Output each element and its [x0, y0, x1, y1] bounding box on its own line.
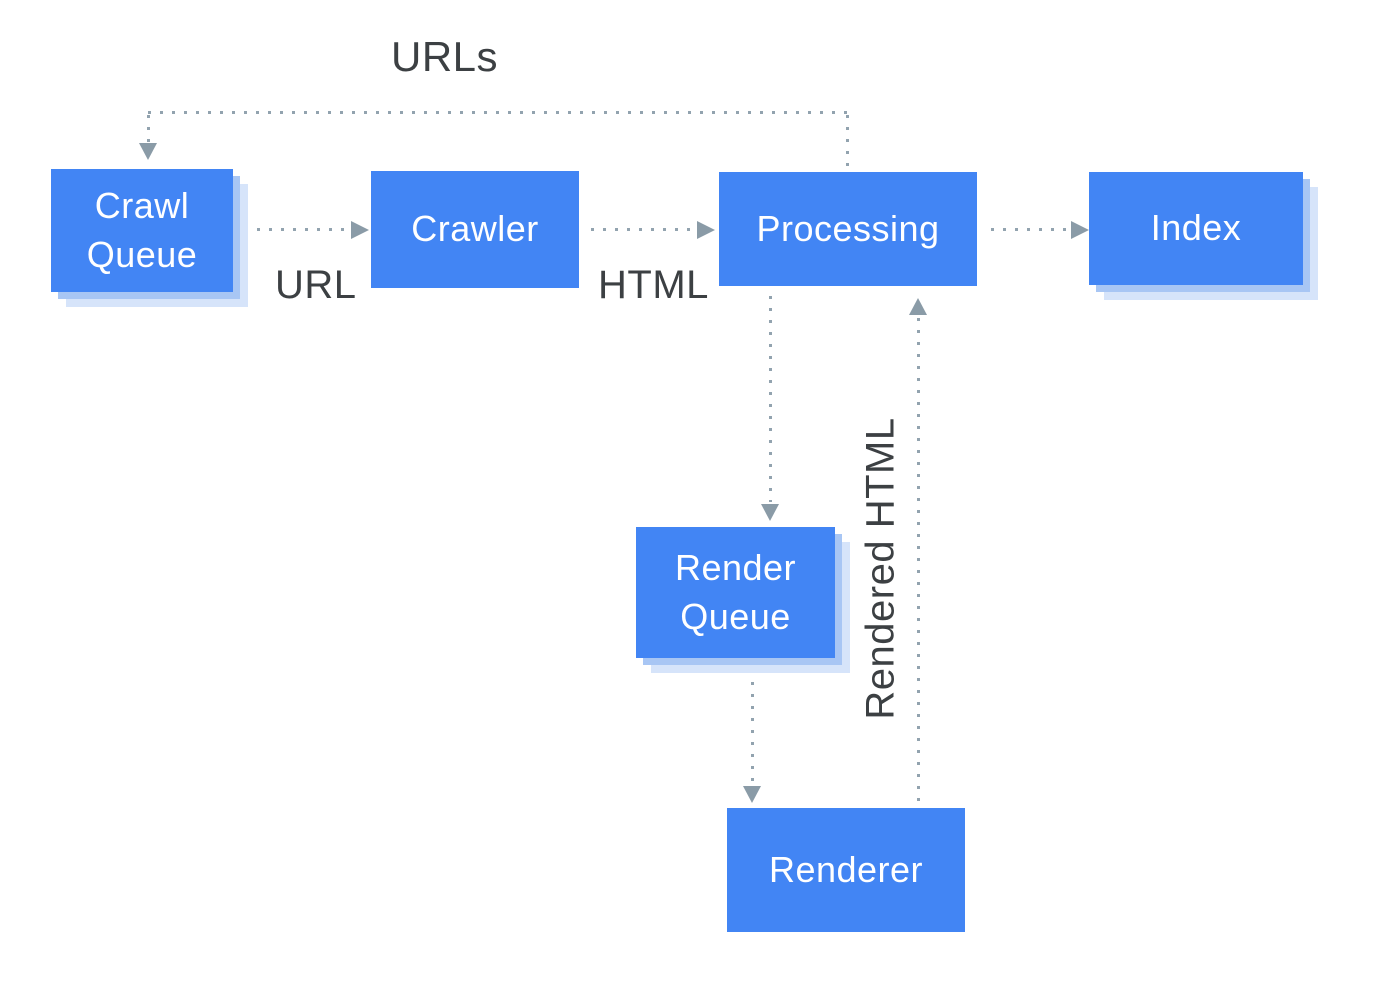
- edge-processing-to-crawlqueue-segment-horizontal: [148, 111, 849, 114]
- edge-processing-to-crawlqueue-segment-to-box: [147, 115, 150, 144]
- edge-processing-to-index-line: [991, 228, 1071, 231]
- node-render-queue: Render Queue: [636, 527, 835, 658]
- edge-renderer-to-processing-line: [917, 318, 920, 808]
- arrow-down-icon: [743, 786, 761, 803]
- node-renderer-label: Renderer: [768, 848, 924, 890]
- edge-label-urls: URLs: [391, 33, 499, 80]
- node-crawl-queue: Crawl Queue: [51, 169, 233, 292]
- edge-label-html: HTML: [598, 263, 709, 307]
- arrow-right-icon: [697, 221, 715, 239]
- edge-crawler-to-processing-line: [591, 228, 697, 231]
- node-crawl-queue-label: Crawl Queue: [86, 184, 198, 275]
- node-index-label: Index: [1150, 207, 1242, 249]
- edge-crawlqueue-to-crawler-line: [257, 228, 351, 231]
- edge-processing-to-crawlqueue-segment-down-from-line: [846, 115, 849, 172]
- node-crawler-label: Crawler: [411, 208, 539, 250]
- arrow-right-icon: [351, 221, 369, 239]
- arrow-down-icon: [139, 143, 157, 160]
- node-crawler: Crawler: [371, 171, 579, 288]
- node-processing: Processing: [719, 172, 977, 286]
- arrow-right-icon: [1071, 221, 1089, 239]
- edge-label-url: URL: [275, 263, 357, 307]
- edge-label-rendered-html: Rendered HTML: [858, 417, 903, 720]
- arrow-down-icon: [761, 504, 779, 521]
- node-index: Index: [1089, 172, 1303, 285]
- arrow-up-icon: [909, 298, 927, 315]
- edge-processing-to-renderqueue-line: [769, 296, 772, 502]
- edge-renderqueue-to-renderer-line: [751, 670, 754, 785]
- node-render-queue-label: Render Queue: [674, 546, 797, 637]
- node-renderer: Renderer: [727, 808, 965, 932]
- node-processing-label: Processing: [756, 207, 940, 249]
